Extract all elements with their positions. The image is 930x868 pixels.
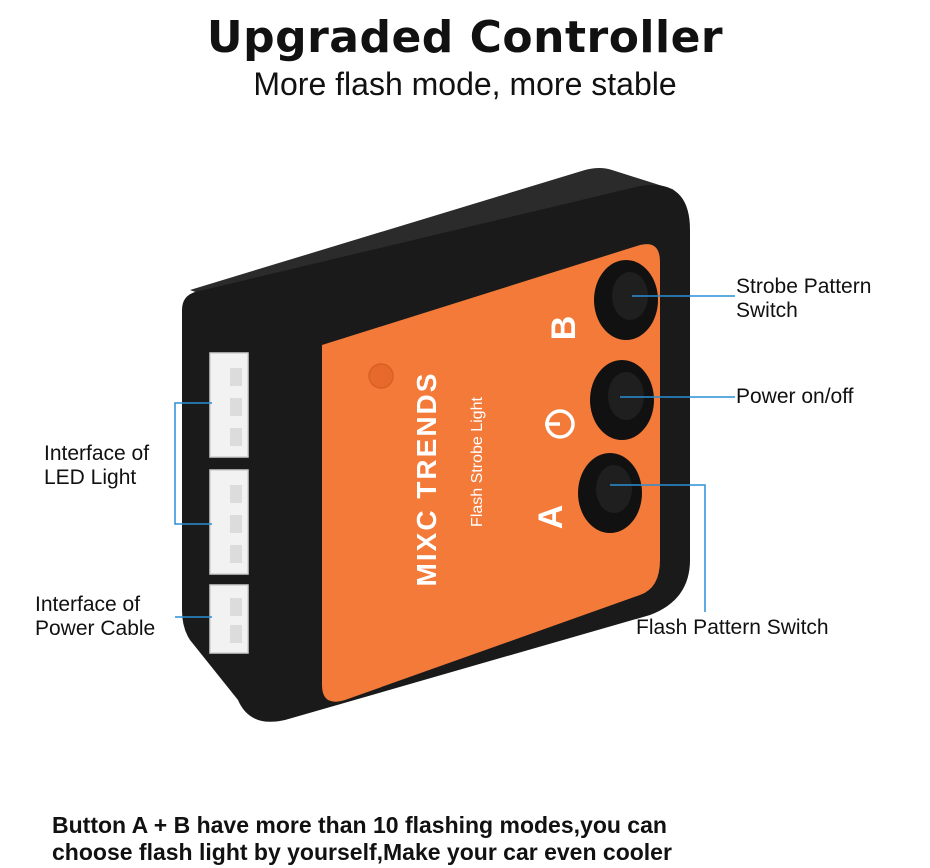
power-label: Power on/off (736, 385, 854, 408)
power-cable-interface-label: Interface of Power Cable (35, 593, 156, 640)
feature-description-line2: choose flash light by yourself,Make your… (52, 839, 672, 865)
device-product-name: Flash Strobe Light (469, 397, 486, 527)
led-connector-1 (209, 352, 249, 458)
power-icon (545, 409, 575, 439)
feature-description: Button A + B have more than 10 flashing … (52, 812, 912, 866)
button-b-label: B (545, 316, 583, 341)
connector-group (209, 352, 249, 654)
device-panel (322, 244, 660, 702)
callout-lines (174, 295, 735, 618)
panel-indicator-hole (368, 363, 394, 389)
button-a-label: A (532, 505, 570, 530)
controller-device: B A MIXC TRENDS Flash Strobe Light (182, 168, 690, 722)
led-interface-label: Interface of LED Light (44, 442, 150, 489)
flash-pattern-label: Flash Pattern Switch (636, 616, 829, 639)
strobe-pattern-label: Strobe Pattern Switch (736, 275, 872, 322)
page-title: Upgraded Controller (206, 12, 724, 63)
page-subtitle: More flash mode, more stable (253, 66, 677, 102)
led-connector-2 (209, 469, 249, 575)
callout-line-flash (610, 484, 706, 612)
device-brand: MIXC TRENDS (411, 372, 442, 587)
power-cable-connector (209, 584, 249, 654)
feature-description-line1: Button A + B have more than 10 flashing … (52, 812, 667, 838)
callout-line-led (174, 402, 212, 525)
